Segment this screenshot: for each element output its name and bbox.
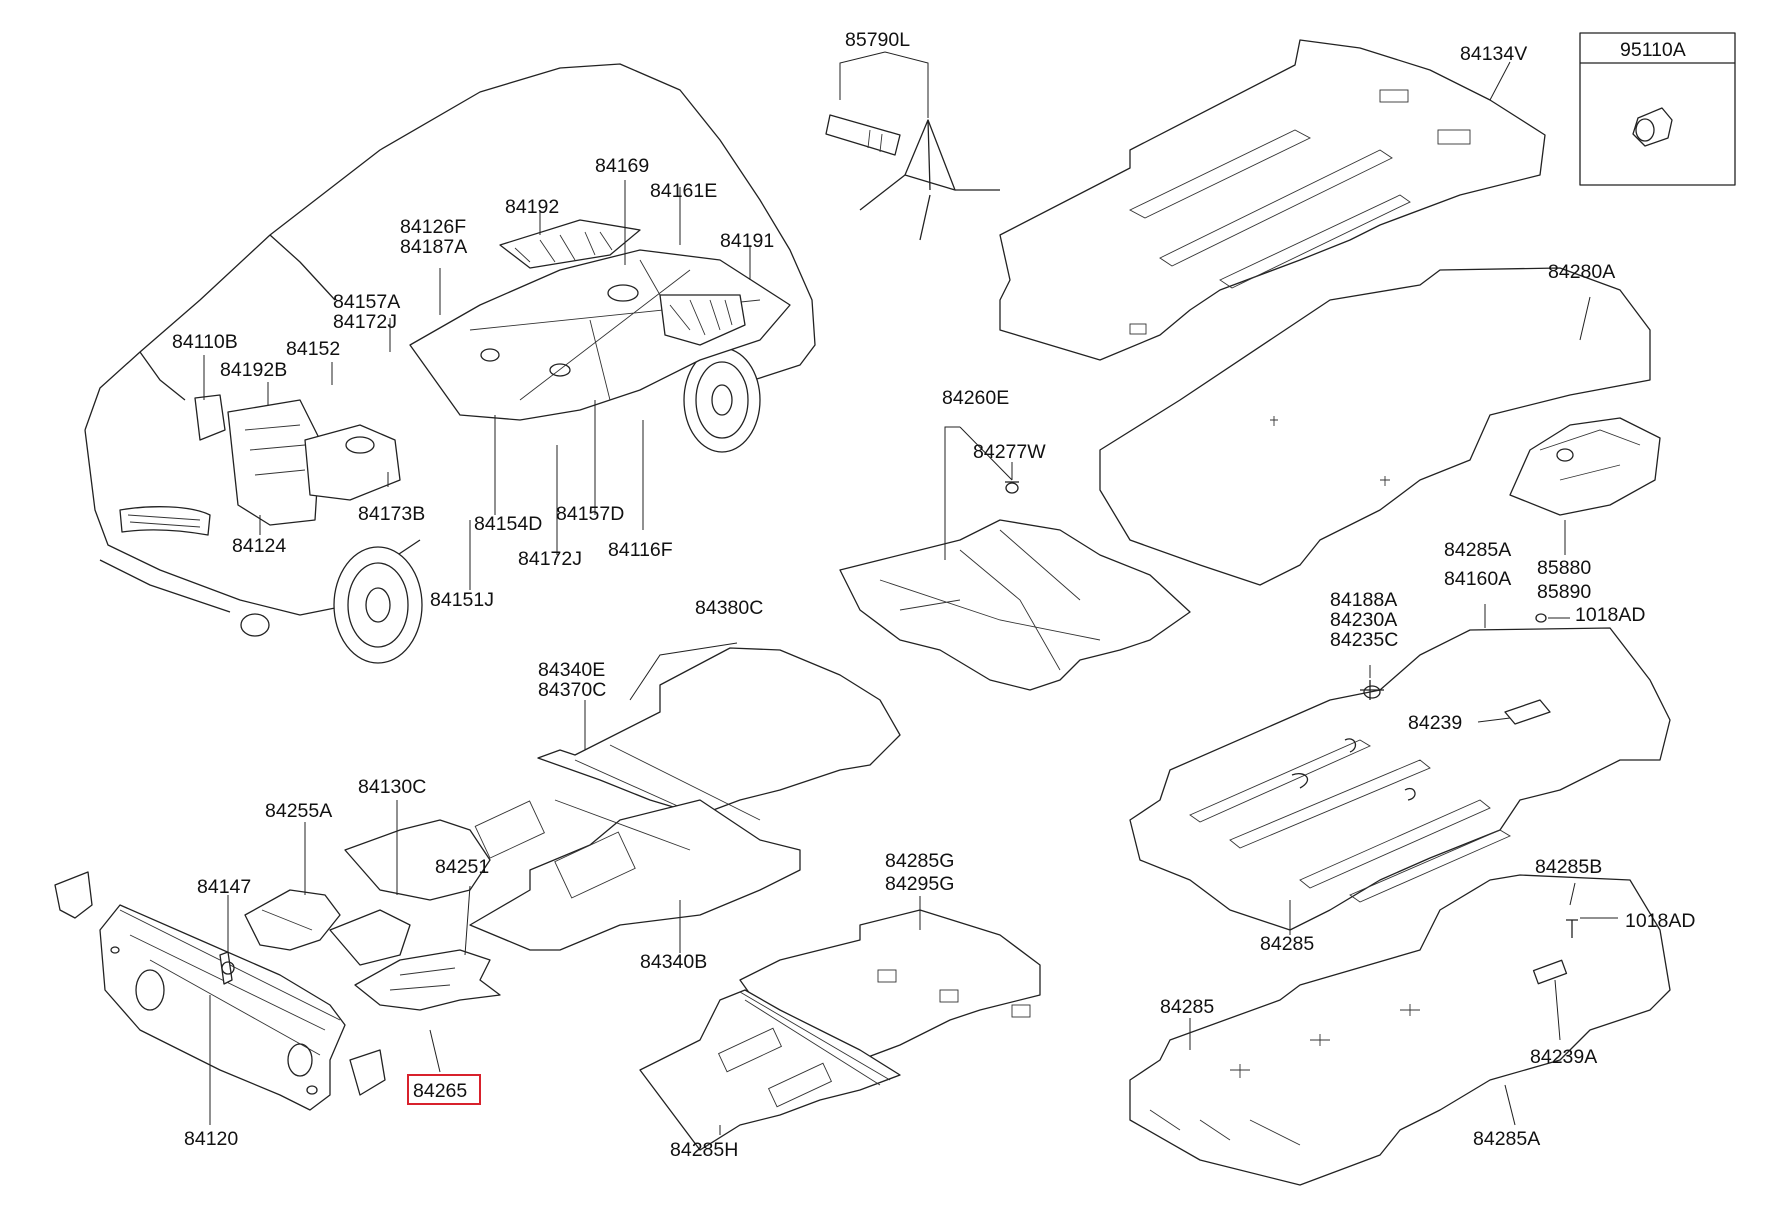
label-84239[interactable]: 84239 — [1408, 712, 1462, 734]
label-95110A[interactable]: 95110A — [1620, 39, 1686, 61]
label-84110B[interactable]: 84110B — [172, 331, 238, 353]
label-84172J-bot[interactable]: 84172J — [518, 548, 582, 570]
label-84157D[interactable]: 84157D — [556, 503, 624, 525]
carpet-84134V — [999, 39, 1546, 361]
storage-tray-85880 — [1509, 417, 1661, 516]
label-84120[interactable]: 84120 — [184, 1128, 238, 1150]
label-85890[interactable]: 85890 — [1537, 581, 1591, 603]
label-84157A[interactable]: 84157A — [333, 291, 400, 313]
mat-84251 — [354, 949, 501, 1011]
label-84285A-bot[interactable]: 84285A — [1473, 1128, 1540, 1150]
label-84130C[interactable]: 84130C — [358, 776, 426, 798]
label-84285G[interactable]: 84285G — [885, 850, 954, 872]
part-labels: 85790L 95110A 84134V 84280A 84169 84161E… — [172, 29, 1695, 1161]
mat-84255A — [244, 889, 411, 966]
label-84255A[interactable]: 84255A — [265, 800, 332, 822]
label-84285-mid[interactable]: 84285 — [1260, 933, 1314, 955]
label-84285B[interactable]: 84285B — [1535, 856, 1602, 878]
clip-detail-box — [1579, 32, 1736, 186]
label-1018AD-bot[interactable]: 1018AD — [1625, 910, 1695, 932]
carpet-84285-lower — [1129, 874, 1671, 1186]
label-84191[interactable]: 84191 — [720, 230, 774, 252]
carpet-84280A — [1099, 267, 1651, 586]
label-1018AD-top[interactable]: 1018AD — [1575, 604, 1645, 626]
label-84340E[interactable]: 84340E — [538, 659, 605, 681]
label-84192B[interactable]: 84192B — [220, 359, 287, 381]
label-84151J[interactable]: 84151J — [430, 589, 494, 611]
label-84280A[interactable]: 84280A — [1548, 261, 1615, 283]
label-84154D[interactable]: 84154D — [474, 513, 542, 535]
label-84277W[interactable]: 84277W — [973, 441, 1046, 463]
label-84116F[interactable]: 84116F — [608, 539, 673, 561]
label-84285H[interactable]: 84285H — [670, 1139, 738, 1161]
label-84192[interactable]: 84192 — [505, 196, 559, 218]
label-84147[interactable]: 84147 — [197, 876, 251, 898]
label-84134V[interactable]: 84134V — [1460, 43, 1527, 65]
highlight-box-84265 — [407, 1074, 481, 1105]
label-84260E[interactable]: 84260E — [942, 387, 1009, 409]
vehicle-body-illustration — [84, 63, 816, 664]
label-84380C[interactable]: 84380C — [695, 597, 763, 619]
floor-cover-84260E — [839, 481, 1191, 691]
label-84251[interactable]: 84251 — [435, 856, 489, 878]
carpet-84160A — [1129, 613, 1671, 931]
label-85880[interactable]: 85880 — [1537, 557, 1591, 579]
label-84160A[interactable]: 84160A — [1444, 568, 1511, 590]
label-84187A[interactable]: 84187A — [400, 236, 467, 258]
label-84230A[interactable]: 84230A — [1330, 609, 1397, 631]
label-84295G[interactable]: 84295G — [885, 873, 954, 895]
label-84172J-top[interactable]: 84172J — [333, 311, 397, 333]
label-84126F[interactable]: 84126F — [400, 216, 466, 238]
label-84161E[interactable]: 84161E — [650, 180, 717, 202]
label-84239A[interactable]: 84239A — [1530, 1046, 1597, 1068]
label-84169[interactable]: 84169 — [595, 155, 649, 177]
label-84285A-top[interactable]: 84285A — [1444, 539, 1511, 561]
label-84285-bot[interactable]: 84285 — [1160, 996, 1214, 1018]
label-85790L[interactable]: 85790L — [845, 29, 910, 51]
leader-lines — [203, 51, 1618, 1135]
dash-panel-84120 — [54, 871, 386, 1111]
label-84265[interactable]: 84265 — [413, 1080, 467, 1102]
mat-84285H — [639, 989, 901, 1151]
label-84173B[interactable]: 84173B — [358, 503, 425, 525]
label-84124[interactable]: 84124 — [232, 535, 286, 557]
label-84152[interactable]: 84152 — [286, 338, 340, 360]
carpet-84340B — [469, 799, 801, 951]
label-84188A[interactable]: 84188A — [1330, 589, 1397, 611]
label-84340B[interactable]: 84340B — [640, 951, 707, 973]
label-84235C[interactable]: 84235C — [1330, 629, 1398, 651]
warning-triangle-kit — [825, 114, 1000, 241]
label-84370C[interactable]: 84370C — [538, 679, 606, 701]
